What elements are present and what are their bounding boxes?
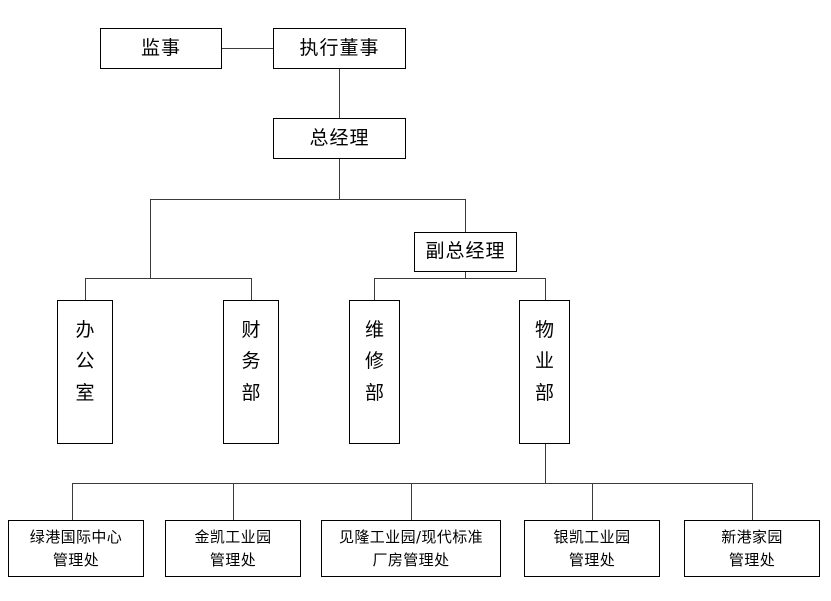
node-management-office-1[interactable]: 绿港国际中心 管理处 <box>8 520 144 577</box>
node-management-office-3[interactable]: 见隆工业园/现代标准 厂房管理处 <box>321 520 501 577</box>
connector-bottom-bus <box>72 483 753 484</box>
connector-office-drop-4 <box>592 483 593 520</box>
node-executive-director[interactable]: 执行董事 <box>273 28 406 69</box>
connector-left-subbus <box>85 278 251 279</box>
connector-supervisor-to-executive-director <box>222 48 273 49</box>
connector-property-dept-stem <box>545 444 546 483</box>
node-management-office-3-line2: 厂房管理处 <box>372 550 450 569</box>
connector-main-bus <box>150 199 466 200</box>
node-management-office-3-line1: 见隆工业园/现代标准 <box>338 528 484 546</box>
node-management-office-4[interactable]: 银凯工业园 管理处 <box>524 520 660 577</box>
connector-finance-drop <box>251 278 252 300</box>
node-management-office-2-line2: 管理处 <box>209 550 257 569</box>
connector-right-subbus <box>374 278 545 279</box>
node-property-dept-label: 物业部 <box>535 319 555 404</box>
node-management-office-5-line1: 新港家园 <box>721 528 783 546</box>
node-management-office-5[interactable]: 新港家园 管理处 <box>684 520 820 577</box>
node-finance-dept-label: 财务部 <box>241 319 261 404</box>
node-property-dept[interactable]: 物业部 <box>519 300 570 444</box>
node-management-office-4-line1: 银凯工业园 <box>553 528 631 546</box>
connector-office-drop-3 <box>411 483 412 520</box>
node-management-office-5-line2: 管理处 <box>728 550 776 569</box>
node-office-label: 办公室 <box>75 319 95 404</box>
connector-office-drop-1 <box>72 483 73 520</box>
node-deputy-general-manager[interactable]: 副总经理 <box>414 232 517 272</box>
node-maintenance-dept[interactable]: 维修部 <box>349 300 400 444</box>
connector-main-bus-left-drop <box>150 199 151 278</box>
connector-general-manager-stem <box>339 159 340 199</box>
connector-office-drop-5 <box>752 483 753 520</box>
node-executive-director-label: 执行董事 <box>299 36 380 59</box>
node-supervisor[interactable]: 监事 <box>100 28 222 69</box>
node-management-office-4-line2: 管理处 <box>568 550 616 569</box>
node-maintenance-dept-label: 维修部 <box>365 319 385 404</box>
connector-office-drop-2 <box>233 483 234 520</box>
node-management-office-1-line2: 管理处 <box>52 550 100 569</box>
node-supervisor-label: 监事 <box>140 36 181 59</box>
connector-executive-director-to-general-manager <box>339 69 340 118</box>
node-office[interactable]: 办公室 <box>57 300 113 444</box>
connector-deputy-gm-stem <box>465 272 466 278</box>
node-deputy-general-manager-label: 副总经理 <box>425 240 506 263</box>
connector-office-drop <box>85 278 86 300</box>
node-finance-dept[interactable]: 财务部 <box>223 300 279 444</box>
node-management-office-2-line1: 金凯工业园 <box>194 528 272 546</box>
node-general-manager-label: 总经理 <box>309 126 370 149</box>
node-general-manager[interactable]: 总经理 <box>273 118 406 159</box>
connector-main-bus-right-drop <box>465 199 466 232</box>
connector-maintenance-drop <box>374 278 375 300</box>
node-management-office-1-line1: 绿港国际中心 <box>29 528 123 546</box>
node-management-office-2[interactable]: 金凯工业园 管理处 <box>165 520 301 577</box>
connector-property-drop <box>545 278 546 300</box>
